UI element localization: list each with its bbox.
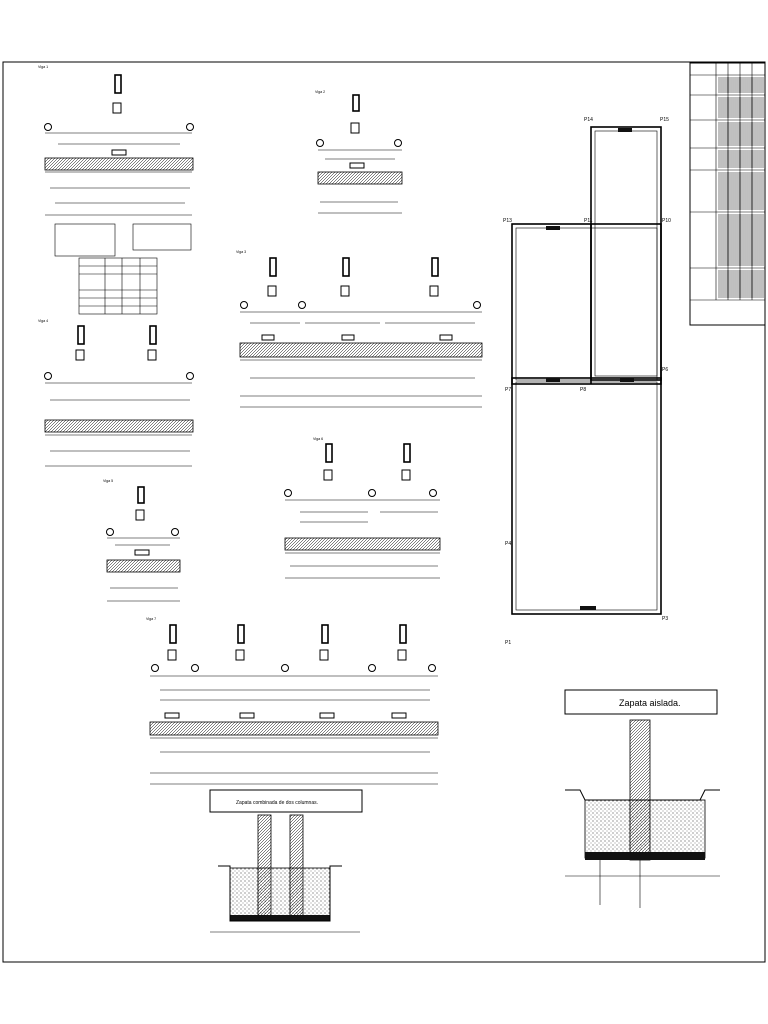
plan-label-p4: P4 [505, 541, 511, 547]
beam-6-title: Viga 6 [313, 437, 323, 441]
isolated-footing-title: Zapata aislada. [619, 698, 681, 708]
plan-label-p7: P7 [505, 387, 511, 393]
plan-label-p13: P13 [503, 218, 512, 224]
plan-label-p1: P1 [505, 640, 511, 646]
beam-2-drawing: Viga 2 [315, 90, 403, 214]
plan-label-p6: P6 [662, 367, 668, 373]
beam-7-title: Viga 7 [146, 617, 156, 621]
beam-4-title: Viga 4 [38, 319, 48, 323]
beam-3-drawing: Viga 3 [236, 250, 483, 408]
reinforcement-table [689, 62, 766, 326]
sheet-border [2, 61, 766, 963]
plan-label-p8: P8 [580, 387, 586, 393]
beam-7-drawing: Viga 7 [146, 617, 439, 785]
isolated-footing-title-box [564, 689, 718, 715]
beam-3-title: Viga 3 [236, 250, 246, 254]
combined-footing-detail: Zapata combinada de dos columnas. [209, 789, 363, 933]
beam-5-title: Viga 5 [103, 479, 113, 483]
plan-label-p14: P14 [584, 117, 593, 123]
floor-plan: P14 P15 P13 P11 P10 P7 P8 P6 P4 P3 P1 [503, 117, 671, 646]
plan-label-p10: P10 [662, 218, 671, 224]
combined-footing-title-box [209, 789, 363, 813]
beam-2-title: Viga 2 [315, 90, 325, 94]
beam-5-drawing: Viga 5 [103, 479, 181, 602]
beam-1-title: Viga 1 [38, 65, 48, 69]
plan-label-p3: P3 [662, 616, 668, 622]
isolated-footing-detail: Zapata aislada. [564, 689, 720, 908]
beam-4-drawing: Viga 4 [38, 319, 194, 467]
combined-footing-title: Zapata combinada de dos columnas. [236, 800, 318, 806]
plan-label-p15: P15 [660, 117, 669, 123]
beam-6-drawing: Viga 6 [284, 437, 441, 579]
plan-label-p11: P11 [584, 218, 593, 224]
beam-1-drawing: Viga 1 [38, 65, 194, 315]
